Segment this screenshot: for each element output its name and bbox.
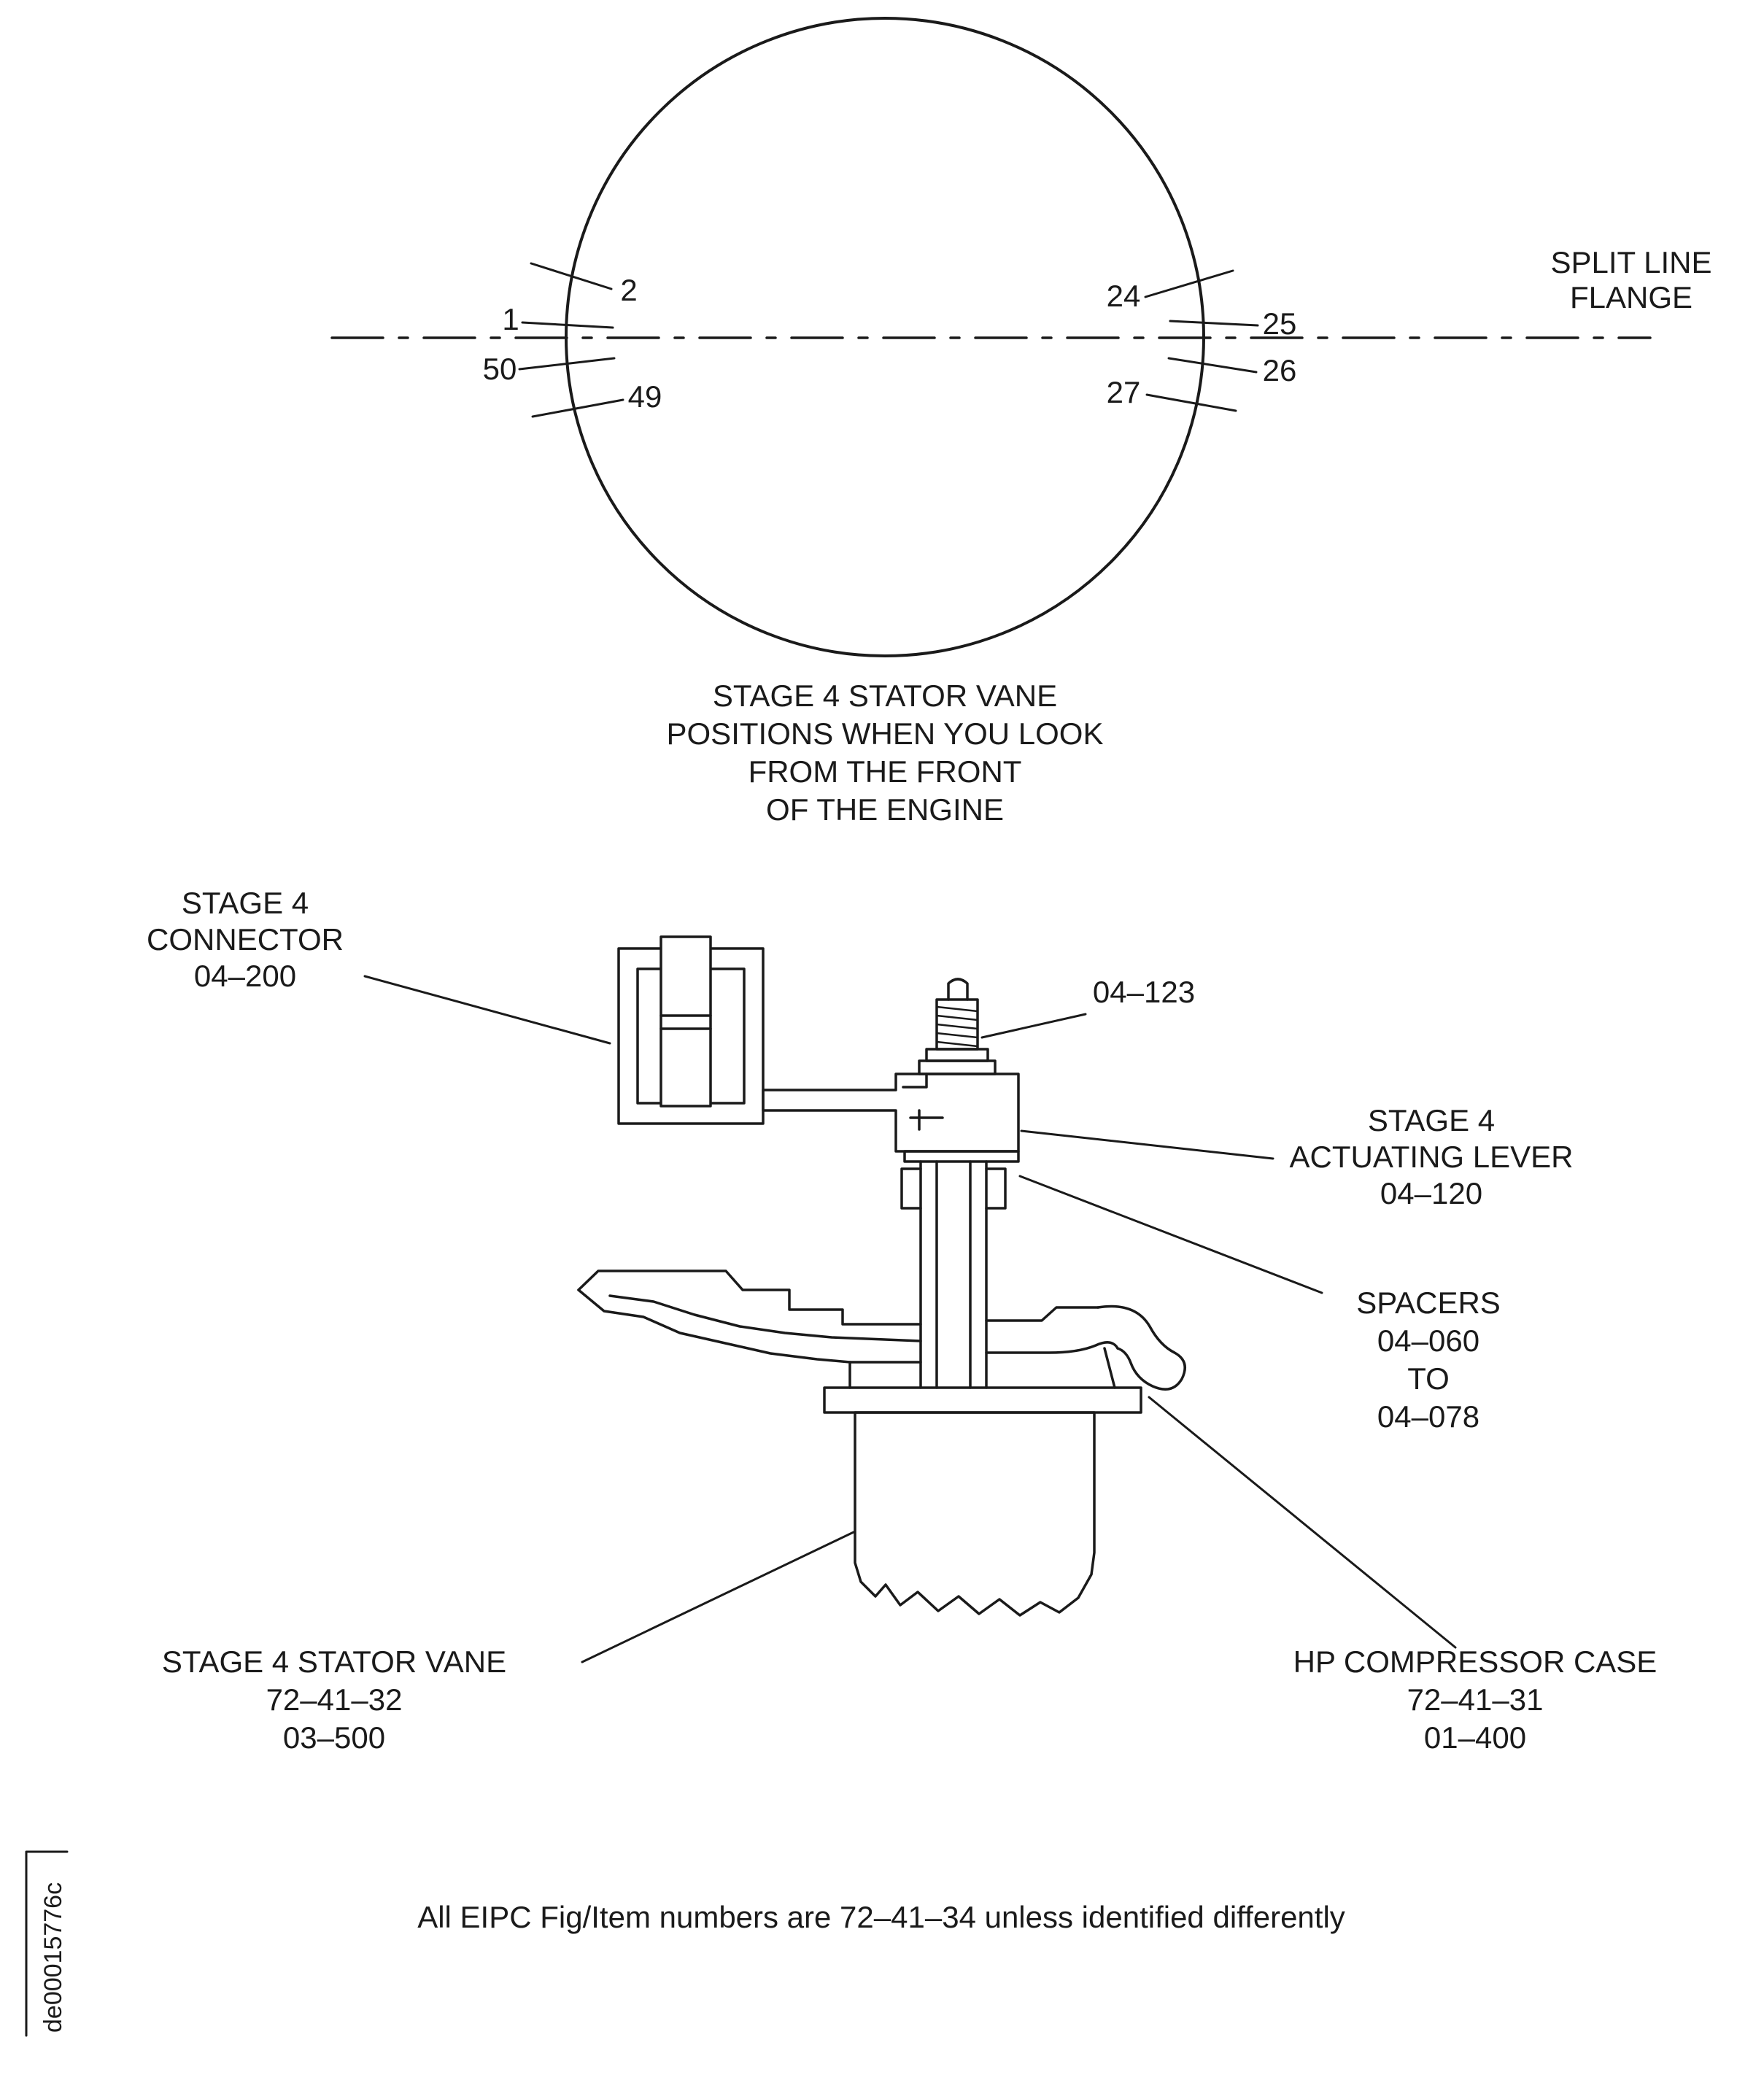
connector-label-line-1: STAGE 4 (182, 886, 309, 920)
circle-caption-line-2: POSITIONS WHEN YOU LOOK (667, 716, 1104, 751)
connector-label-line-3: 04–200 (194, 959, 296, 993)
leader-spacers (1018, 1175, 1323, 1294)
vane-position-leader-50 (518, 357, 616, 371)
doc-code-block: de00015776c (25, 1850, 69, 2037)
vane-position-50: 50 (483, 352, 517, 386)
case-label-line-1: HP COMPRESSOR CASE (1293, 1645, 1657, 1679)
actuating-lever-label: STAGE 4 ACTUATING LEVER 04–120 (1290, 1103, 1574, 1210)
spacers-label-line-3: TO (1407, 1361, 1450, 1396)
thread-line (935, 1014, 979, 1021)
section-labels: STAGE 4 CONNECTOR 04–200 04–123 STAGE 4 … (147, 886, 1657, 1755)
circle-caption-line-4: OF THE ENGINE (766, 792, 1004, 827)
leader-nut (980, 1013, 1087, 1039)
spacers-label-line-4: 04–078 (1377, 1399, 1479, 1434)
vane-label-line-2: 72–41–32 (266, 1682, 403, 1717)
nut-tip (947, 978, 969, 1001)
spacers-label: SPACERS 04–060 TO 04–078 (1356, 1286, 1501, 1434)
vane-stem-and-spacers (900, 1150, 1020, 1389)
vane-position-leader-49 (531, 398, 624, 418)
case-right-drop (1103, 1347, 1116, 1389)
case-flange-hook (1096, 1305, 1186, 1391)
vane-position-leader-25 (1169, 320, 1259, 327)
vane-label-line-1: STAGE 4 STATOR VANE (162, 1645, 506, 1679)
compressor-case-label: HP COMPRESSOR CASE 72–41–31 01–400 (1293, 1645, 1657, 1755)
vane-position-25: 25 (1263, 306, 1297, 341)
connector-label: STAGE 4 CONNECTOR 04–200 (147, 886, 344, 993)
adjusting-nut (918, 978, 997, 1075)
lever-label-line-2: ACTUATING LEVER (1290, 1140, 1574, 1174)
case-label-line-3: 01–400 (1424, 1720, 1526, 1755)
stator-vane-label: STAGE 4 STATOR VANE 72–41–32 03–500 (162, 1645, 506, 1755)
case-label-line-2: 72–41–31 (1407, 1682, 1544, 1717)
nut-item-number: 04–123 (1093, 975, 1195, 1009)
circle-caption-line-3: FROM THE FRONT (748, 754, 1022, 789)
lever-step-detail (902, 1073, 928, 1089)
vane-position-leader-2 (530, 262, 613, 290)
case-left-bottom-edge (577, 1288, 851, 1389)
leader-vane (581, 1531, 855, 1663)
vane-position-leaders (518, 262, 1259, 418)
front-view-caption: STAGE 4 STATOR VANE POSITIONS WHEN YOU L… (667, 679, 1104, 827)
footnote-text: All EIPC Fig/Item numbers are 72–41–34 u… (417, 1900, 1345, 1934)
vane-position-27: 27 (1107, 375, 1141, 409)
stage4-actuating-lever (762, 1073, 1020, 1153)
spacers-label-line-1: SPACERS (1356, 1286, 1501, 1320)
nut-collar-upper (925, 1048, 989, 1062)
vane-position-49: 49 (628, 379, 662, 414)
case-right-top-edge (985, 1306, 1099, 1322)
vane-body (854, 1411, 1096, 1617)
front-view-group: 2 1 50 49 24 25 26 27 SPLIT LINE FLANGE … (330, 17, 1712, 827)
thread-line (935, 1023, 979, 1030)
lever-washer (903, 1150, 1020, 1163)
leader-case (1148, 1396, 1457, 1649)
doc-code-text: de00015776c (39, 1882, 67, 2033)
section-leader-lines (363, 975, 1457, 1663)
stage4-stator-vane (823, 1386, 1142, 1617)
leader-lever (1020, 1129, 1274, 1160)
spacer-left (900, 1167, 922, 1210)
compressor-case-left (577, 1269, 922, 1389)
thread-line (935, 1040, 979, 1048)
vane-position-leader-1 (521, 321, 614, 329)
vane-label-line-3: 03–500 (283, 1720, 385, 1755)
vane-platform (823, 1386, 1142, 1414)
vane-position-1: 1 (502, 302, 519, 336)
circle-caption-line-1: STAGE 4 STATOR VANE (713, 679, 1057, 713)
nut-collar-lower (918, 1059, 997, 1075)
connector-pin (659, 935, 712, 1108)
vane-position-26: 26 (1263, 353, 1297, 387)
actuating-lever-outline (762, 1073, 1020, 1153)
spacers-label-line-2: 04–060 (1377, 1323, 1479, 1358)
connector-label-line-2: CONNECTOR (147, 922, 344, 957)
split-line-flange-label-line2: FLANGE (1570, 280, 1693, 314)
section-drawing (363, 935, 1457, 1663)
spacer-right (985, 1167, 1007, 1210)
lever-label-line-1: STAGE 4 (1368, 1103, 1495, 1137)
doc-code-bracket (25, 1850, 69, 2037)
thread-line (935, 1005, 979, 1013)
vane-position-24: 24 (1107, 279, 1141, 313)
compressor-case-right (985, 1305, 1186, 1391)
case-left-top-edge (577, 1269, 922, 1326)
case-left-inner-contour (608, 1294, 922, 1342)
vane-position-2: 2 (620, 273, 637, 307)
lever-label-line-3: 04–120 (1380, 1176, 1482, 1210)
case-right-bottom-edge (985, 1341, 1119, 1354)
stage4-connector (617, 935, 765, 1125)
nut-threads (935, 1005, 979, 1048)
leader-connector (363, 975, 611, 1045)
thread-line (935, 1032, 979, 1039)
vane-position-leader-26 (1167, 357, 1258, 374)
vane-position-leader-27 (1145, 393, 1237, 412)
vane-position-leader-24 (1144, 269, 1234, 298)
split-line-flange-label-line1: SPLIT LINE (1551, 245, 1712, 279)
